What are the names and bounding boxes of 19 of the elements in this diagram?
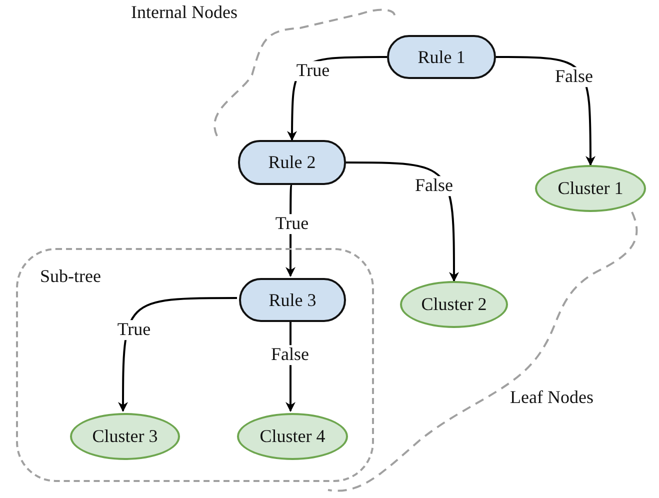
edge-label: False [413, 176, 455, 196]
arrow [496, 56, 596, 166]
edge-label: True [294, 61, 332, 81]
arrow [118, 297, 237, 412]
edge-label: False [553, 67, 595, 87]
subtree-region [16, 248, 374, 482]
region-label: Leaf Nodes [510, 387, 594, 408]
rule-box: Rule 3 [239, 278, 346, 322]
region-title: Sub-tree [40, 266, 101, 287]
edge-label: False [269, 345, 311, 365]
region-label: Internal Nodes [131, 2, 238, 23]
rule-box: Rule 2 [238, 140, 346, 185]
edge-label: True [273, 214, 311, 234]
cluster-ellipse: Cluster 3 [70, 413, 180, 460]
rule-box: Rule 1 [387, 35, 496, 79]
cluster-ellipse: Cluster 2 [400, 281, 508, 328]
edge-label: True [115, 320, 153, 340]
cluster-ellipse: Cluster 1 [535, 165, 646, 212]
cluster-ellipse: Cluster 4 [237, 413, 348, 460]
